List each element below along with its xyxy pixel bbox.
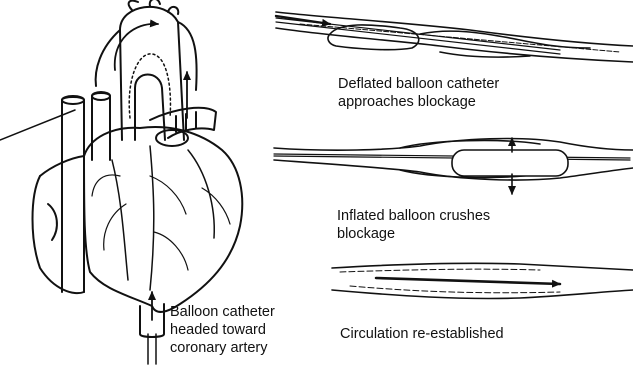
catheter-label: Balloon catheter headed toward coronary … xyxy=(170,304,279,356)
panel2-caption: Inflated balloon crushes blockage xyxy=(337,208,494,242)
panel2-caption-line2: blockage xyxy=(337,226,395,242)
inflated-balloon xyxy=(452,150,568,176)
panel3-caption-line1: Circulation re-established xyxy=(340,326,504,342)
catheter-tubes xyxy=(148,334,156,364)
panel1-caption: Deflated balloon catheter approaches blo… xyxy=(338,76,503,110)
catheter-label-line1: Balloon catheter xyxy=(170,304,275,320)
catheter-label-line3: coronary artery xyxy=(170,340,268,356)
panel1-caption-line2: approaches blockage xyxy=(338,94,476,110)
panel3-caption: Circulation re-established xyxy=(340,326,504,342)
panel2-caption-line1: Inflated balloon crushes xyxy=(337,208,490,224)
artery-panel-deflated xyxy=(276,12,633,62)
blood-flow-arrow xyxy=(376,278,560,284)
catheter-wire-left xyxy=(0,110,75,140)
panel1-caption-line1: Deflated balloon catheter xyxy=(338,76,499,92)
artery-panel-inflated xyxy=(274,138,633,194)
artery-panel-restored xyxy=(332,263,633,298)
catheter-label-line2: headed toward xyxy=(170,322,266,338)
